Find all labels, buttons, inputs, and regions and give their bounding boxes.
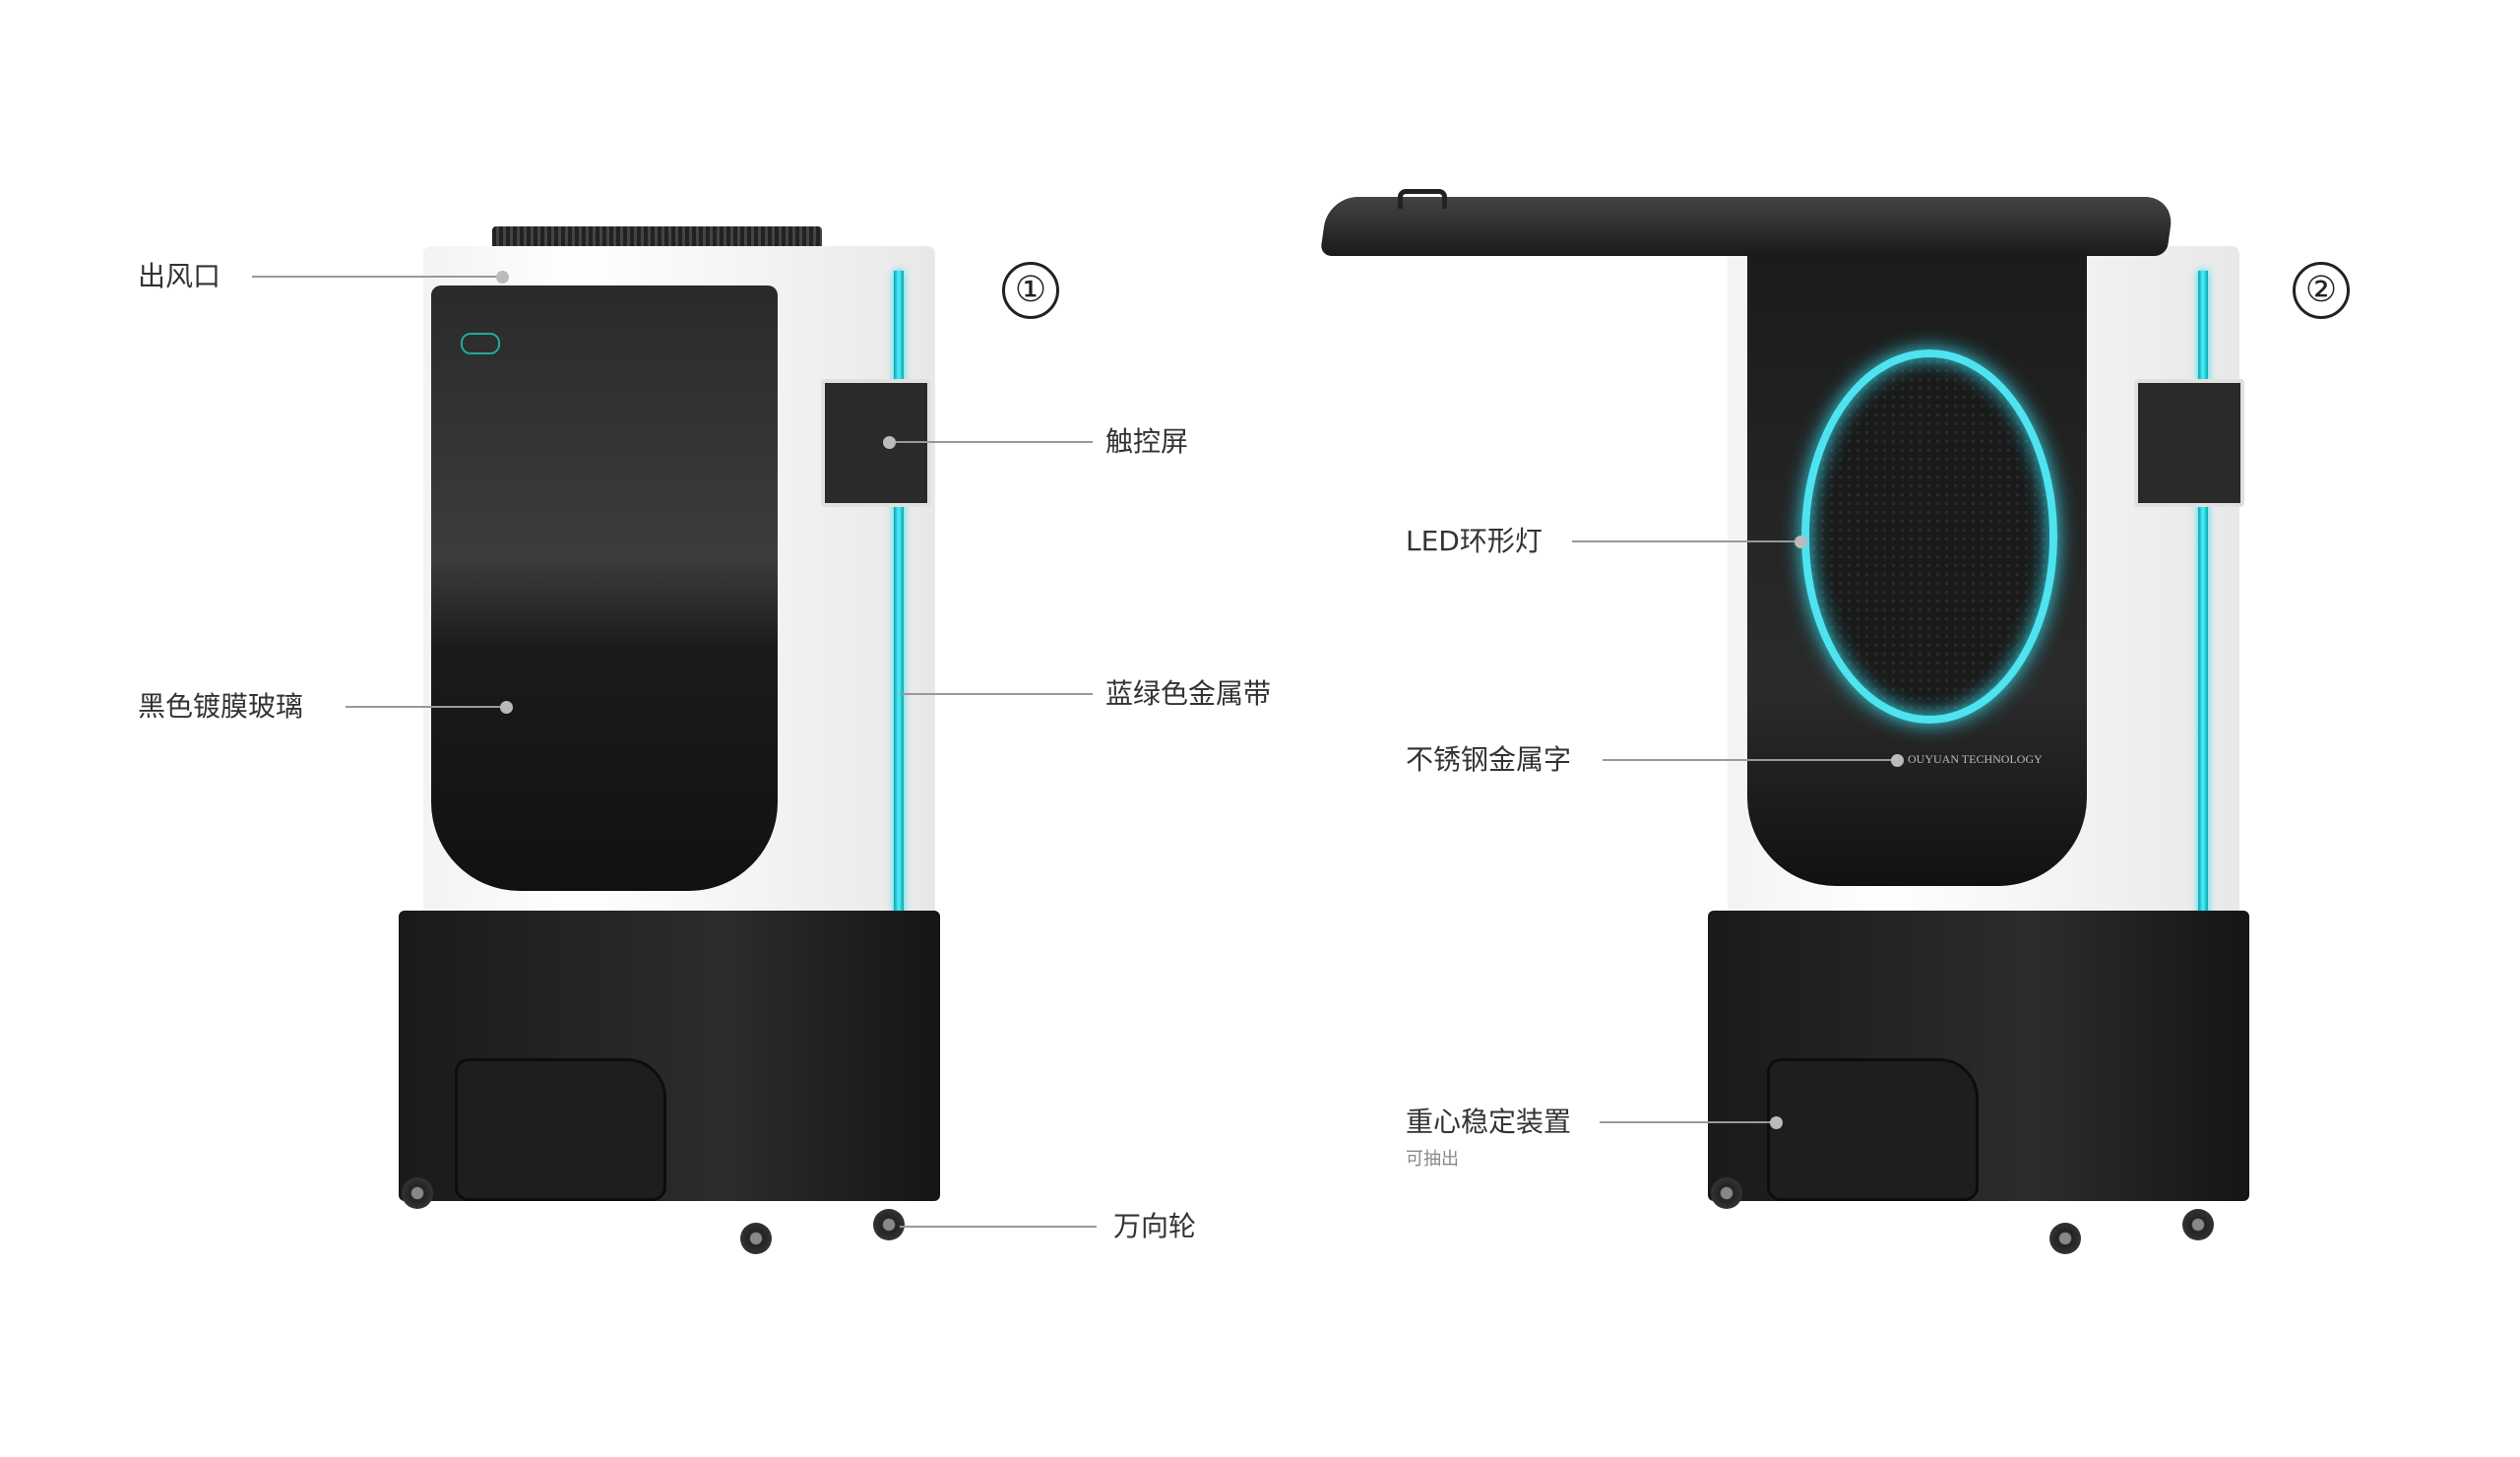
brand-steel-text: OUYUAN TECHNOLOGY <box>1908 752 2043 766</box>
black-glass-panel <box>431 285 778 891</box>
touch-screen <box>821 379 931 507</box>
caster-wheel <box>402 1177 433 1209</box>
leader-line <box>346 706 506 708</box>
brand-logo <box>461 333 500 354</box>
product-number-2: ② <box>2293 262 2350 319</box>
callout-dot <box>500 701 513 714</box>
callout-dot <box>1795 536 1807 548</box>
label-touch-screen: 触控屏 <box>1105 425 1189 458</box>
teal-metal-strip <box>894 271 904 920</box>
leader-line <box>252 276 498 278</box>
callout-dot <box>1770 1116 1783 1129</box>
product-number-1: ① <box>1002 262 1059 319</box>
caster-wheel <box>2049 1223 2081 1254</box>
label-led-ring: LED环形灯 <box>1406 525 1543 557</box>
open-lid <box>1319 197 2175 256</box>
label-steel-letters: 不锈钢金属字 <box>1406 743 1572 776</box>
callout-dot <box>496 271 509 284</box>
label-stabilizer-note: 可抽出 <box>1406 1149 1459 1170</box>
teal-metal-strip <box>2198 271 2208 920</box>
touch-screen <box>2134 379 2244 507</box>
drawer <box>455 1058 666 1201</box>
leader-line <box>1572 540 1800 542</box>
lid-handle <box>1398 189 1447 209</box>
led-ring-light <box>1801 349 2057 724</box>
caster-wheel <box>2182 1209 2214 1240</box>
drawer-stabilizer <box>1767 1058 1979 1201</box>
caster-wheel <box>740 1223 772 1254</box>
caster-wheel <box>873 1209 905 1240</box>
leader-line <box>1600 1121 1776 1123</box>
leader-line <box>1603 759 1897 761</box>
leader-line <box>900 693 1093 695</box>
leader-line <box>889 441 1093 443</box>
label-black-glass: 黑色镀膜玻璃 <box>138 690 304 723</box>
leader-line <box>900 1226 1097 1228</box>
callout-dot <box>1891 754 1904 767</box>
label-metal-strip: 蓝绿色金属带 <box>1105 677 1272 710</box>
label-stabilizer: 重心稳定装置 <box>1406 1106 1572 1138</box>
label-casters: 万向轮 <box>1113 1210 1197 1242</box>
label-air-outlet: 出风口 <box>138 260 221 292</box>
caster-wheel <box>1711 1177 1742 1209</box>
callout-dot <box>883 436 896 449</box>
